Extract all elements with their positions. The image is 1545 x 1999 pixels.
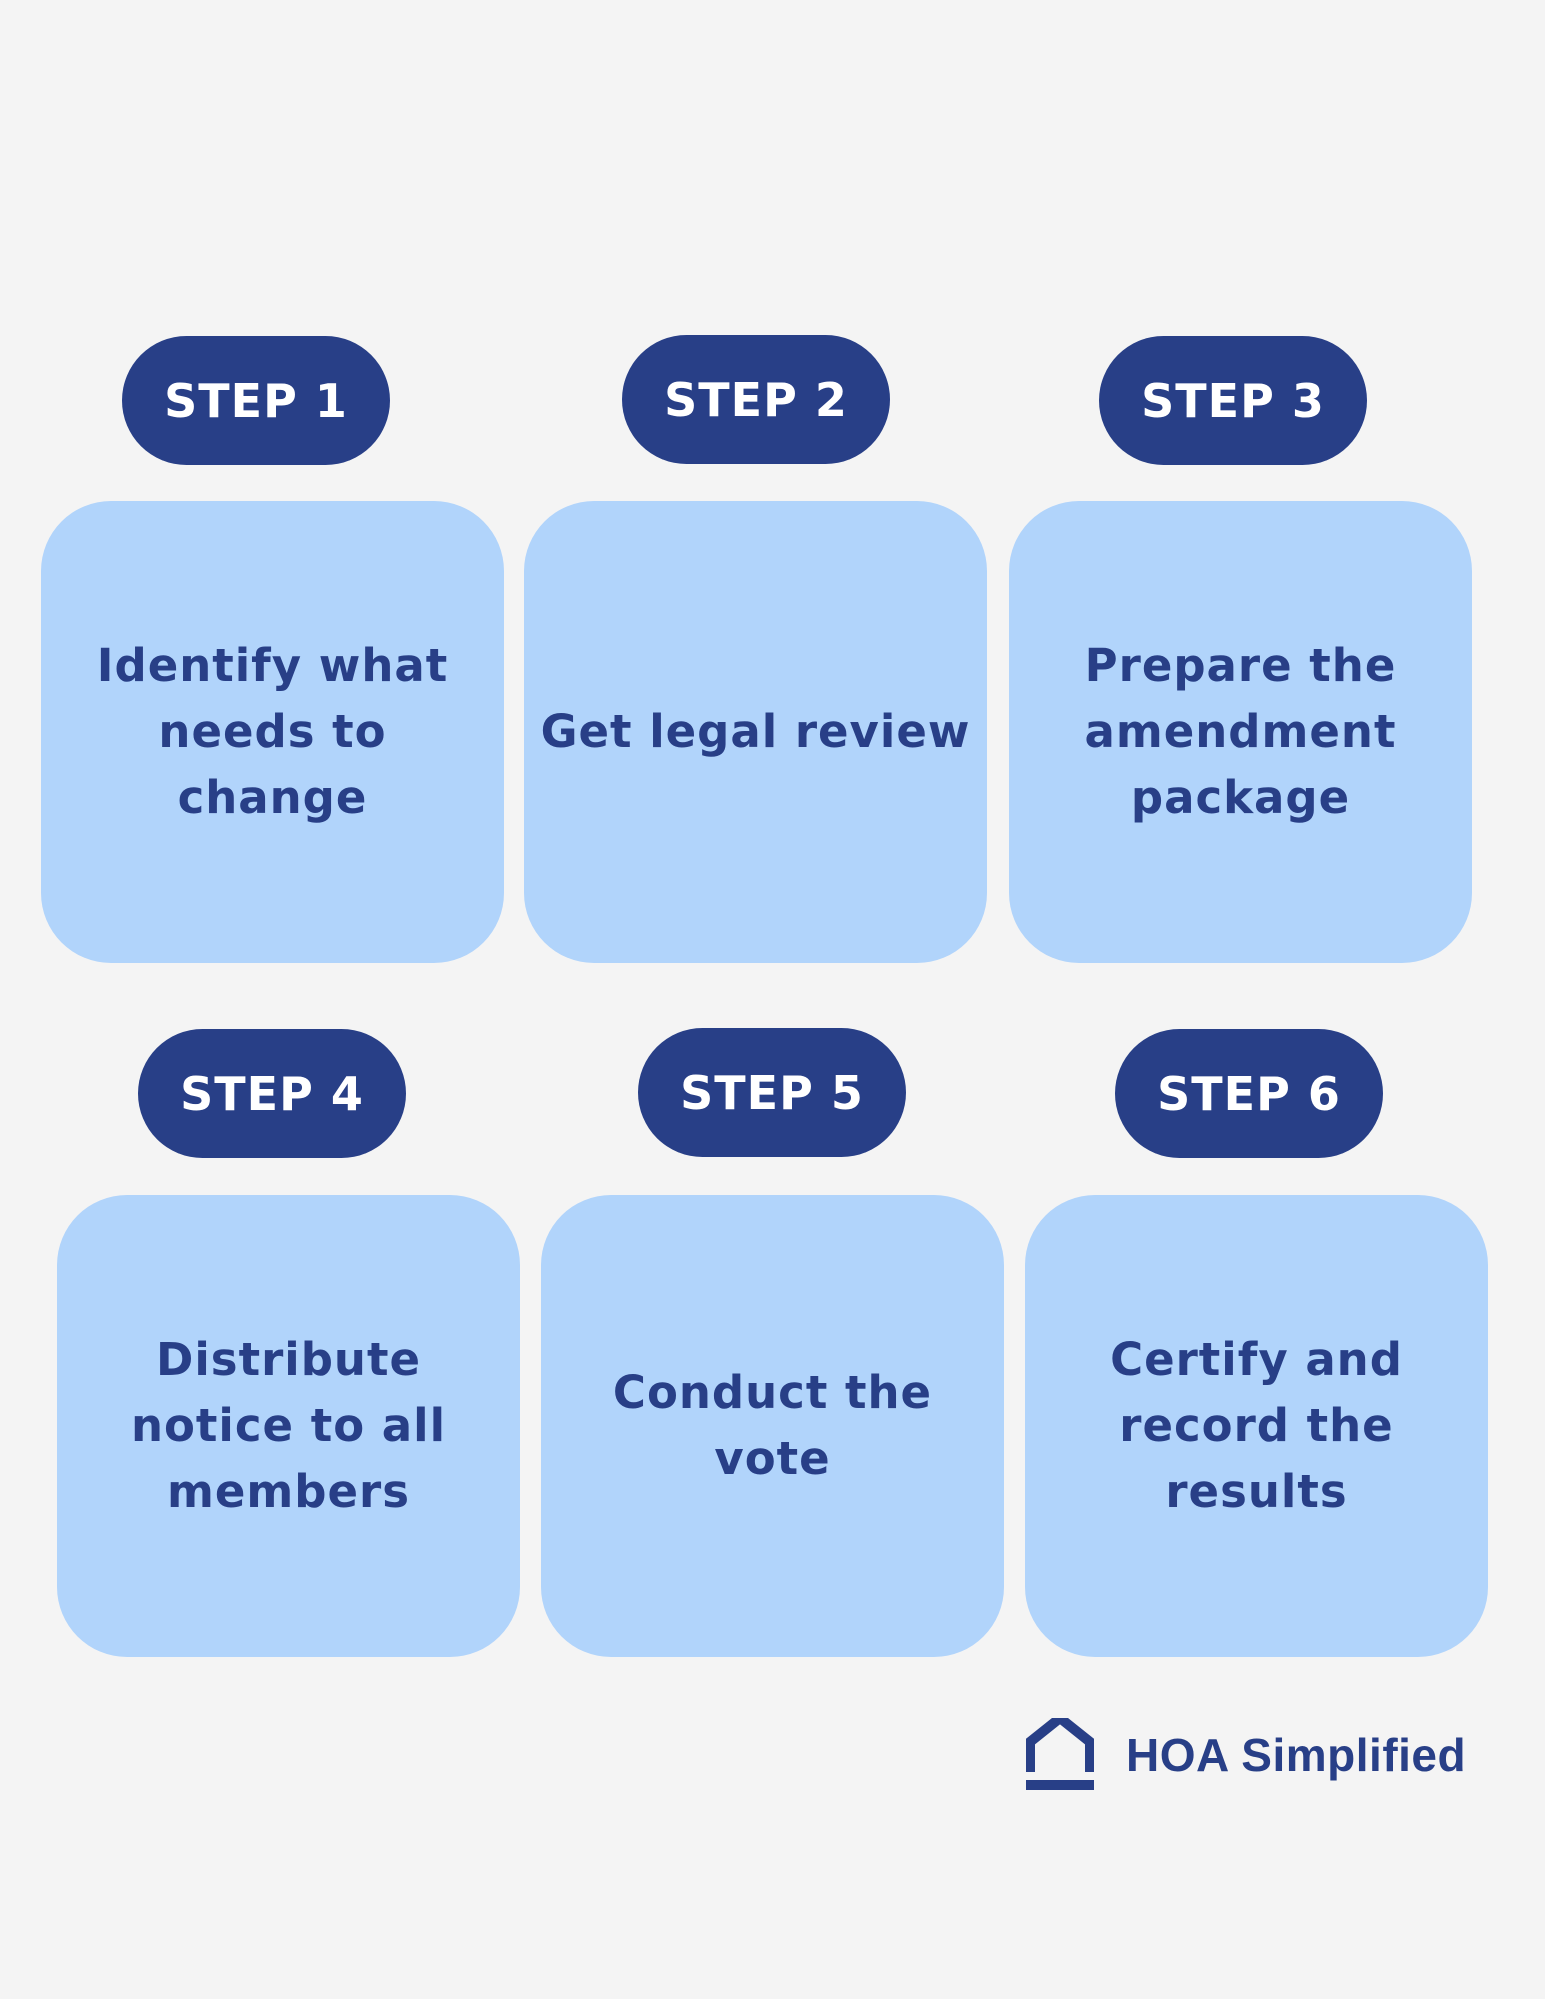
step-3-card: Prepare the amendment package — [1009, 501, 1472, 963]
step-6-badge: STEP 6 — [1115, 1029, 1383, 1158]
step-3-badge: STEP 3 — [1099, 336, 1367, 465]
step-5-text: Conduct the vote — [612, 1366, 933, 1485]
step-2-card: Get legal review — [524, 501, 987, 963]
brand-logo: HOA Simplified — [1026, 1718, 1466, 1792]
brand-name: HOA Simplified — [1126, 1729, 1467, 1781]
step-1-badge: STEP 1 — [122, 336, 390, 465]
step-1-text: Identify what needs to change — [96, 639, 449, 824]
house-icon — [1026, 1718, 1094, 1790]
step-4-badge: STEP 4 — [138, 1029, 406, 1158]
step-3-text: Prepare the amendment package — [1084, 639, 1397, 824]
step-5-card: Conduct the vote — [541, 1195, 1004, 1657]
step-6-text: Certify and record the results — [1110, 1333, 1403, 1518]
step-6-card: Certify and record the results — [1025, 1195, 1488, 1657]
step-1-card: Identify what needs to change — [41, 501, 504, 963]
step-2-text: Get legal review — [540, 705, 971, 758]
step-2-badge: STEP 2 — [622, 335, 890, 464]
step-4-text: Distribute notice to all members — [130, 1333, 447, 1518]
step-5-badge: STEP 5 — [638, 1028, 906, 1157]
step-4-card: Distribute notice to all members — [57, 1195, 520, 1657]
